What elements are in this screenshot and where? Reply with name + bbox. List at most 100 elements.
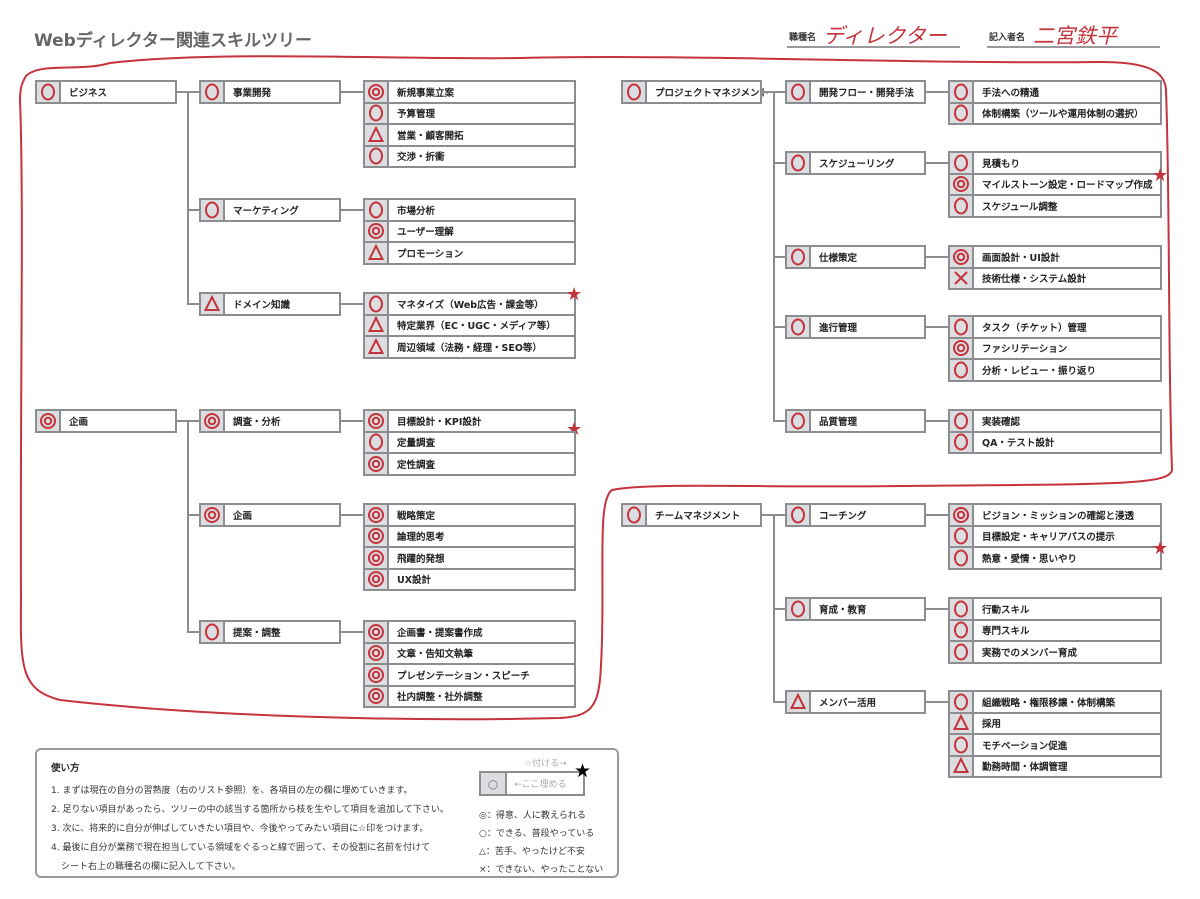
double-circle-mark-icon[interactable]: [365, 665, 389, 685]
skill-item[interactable]: 勤務時間・体調管理: [948, 754, 1162, 778]
subcategory-node[interactable]: 育成・教育: [785, 597, 926, 621]
double-circle-mark-icon[interactable]: [365, 505, 389, 525]
skill-item[interactable]: 戦略策定: [363, 503, 576, 527]
skill-item[interactable]: 交渉・折衝: [363, 144, 576, 168]
skill-item[interactable]: マイルストーン設定・ロードマップ作成: [948, 172, 1162, 196]
circle-mark-icon[interactable]: [950, 599, 974, 619]
subcategory-node[interactable]: マーケティング: [199, 198, 341, 222]
skill-item[interactable]: 目標設計・KPI設計: [363, 409, 576, 433]
skill-item[interactable]: 論理的思考: [363, 524, 576, 548]
triangle-mark-icon[interactable]: [201, 294, 225, 314]
circle-mark-icon[interactable]: [950, 103, 974, 123]
double-circle-mark-icon[interactable]: [365, 454, 389, 474]
skill-item[interactable]: 予算管理: [363, 101, 576, 125]
circle-mark-icon[interactable]: [950, 642, 974, 662]
subcategory-node[interactable]: コーチング: [785, 503, 926, 527]
skill-item[interactable]: 社内調整・社外調整: [363, 684, 576, 708]
skill-item[interactable]: 手法への精通: [948, 80, 1162, 104]
double-circle-mark-icon[interactable]: [365, 82, 389, 102]
circle-mark-icon[interactable]: [950, 692, 974, 712]
circle-mark-icon[interactable]: [950, 411, 974, 431]
circle-mark-icon[interactable]: [950, 432, 974, 452]
circle-mark-icon[interactable]: [950, 82, 974, 102]
double-circle-mark-icon[interactable]: [365, 411, 389, 431]
skill-item[interactable]: 特定業界（EC・UGC・メディア等）: [363, 313, 576, 337]
skill-item[interactable]: 見積もり: [948, 151, 1162, 175]
circle-mark-icon[interactable]: [950, 526, 974, 546]
job-title-field[interactable]: 職種名 ディレクター: [787, 22, 960, 48]
subcategory-node[interactable]: 事業開発: [199, 80, 341, 104]
category-node[interactable]: チームマネジメント: [621, 503, 762, 527]
triangle-mark-icon[interactable]: [365, 125, 389, 145]
category-node[interactable]: プロジェクトマネジメント: [621, 80, 769, 104]
skill-item[interactable]: 組織戦略・権限移譲・体制構築: [948, 690, 1162, 714]
skill-item[interactable]: 体制構築（ツールや運用体制の選択）: [948, 101, 1162, 125]
triangle-mark-icon[interactable]: [787, 692, 811, 712]
triangle-mark-icon[interactable]: [950, 756, 974, 776]
skill-item[interactable]: 定性調査: [363, 452, 576, 476]
circle-mark-icon[interactable]: [623, 505, 647, 525]
skill-item[interactable]: 目標設定・キャリアパスの提示: [948, 524, 1162, 548]
skill-item[interactable]: 飛躍的発想: [363, 546, 576, 570]
circle-mark-icon[interactable]: [950, 196, 974, 216]
circle-mark-icon[interactable]: [950, 735, 974, 755]
circle-mark-icon[interactable]: [950, 548, 974, 568]
skill-item[interactable]: UX設計: [363, 567, 576, 591]
subcategory-node[interactable]: メンバー活用: [785, 690, 926, 714]
circle-mark-icon[interactable]: [950, 153, 974, 173]
circle-mark-icon[interactable]: [37, 82, 61, 102]
circle-mark-icon[interactable]: [950, 317, 974, 337]
subcategory-node[interactable]: 提案・調整: [199, 620, 341, 644]
circle-mark-icon[interactable]: [787, 82, 811, 102]
skill-item[interactable]: プレゼンテーション・スピーチ: [363, 663, 576, 687]
skill-item[interactable]: 周辺領域（法務・経理・SEO等）: [363, 335, 576, 359]
circle-mark-icon[interactable]: [950, 360, 974, 380]
skill-item[interactable]: ビジョン・ミッションの確認と浸透: [948, 503, 1162, 527]
double-circle-mark-icon[interactable]: [37, 411, 61, 431]
circle-mark-icon[interactable]: [787, 599, 811, 619]
subcategory-node[interactable]: 調査・分析: [199, 409, 341, 433]
double-circle-mark-icon[interactable]: [365, 221, 389, 241]
double-circle-mark-icon[interactable]: [201, 505, 225, 525]
circle-mark-icon[interactable]: [201, 82, 225, 102]
skill-item[interactable]: 企画書・提案書作成: [363, 620, 576, 644]
skill-item[interactable]: 採用: [948, 711, 1162, 735]
category-node[interactable]: 企画: [35, 409, 177, 433]
skill-item[interactable]: 市場分析: [363, 198, 576, 222]
skill-item[interactable]: 専門スキル: [948, 618, 1162, 642]
skill-item[interactable]: 新規事業立案: [363, 80, 576, 104]
circle-mark-icon[interactable]: [365, 146, 389, 166]
skill-item[interactable]: 営業・顧客開拓: [363, 123, 576, 147]
writer-name-field[interactable]: 記入者名 二宮鉄平: [987, 22, 1160, 48]
skill-item[interactable]: 定量調査: [363, 430, 576, 454]
skill-item[interactable]: 行動スキル: [948, 597, 1162, 621]
subcategory-node[interactable]: 品質管理: [785, 409, 926, 433]
double-circle-mark-icon[interactable]: [365, 548, 389, 568]
skill-item[interactable]: 熱意・愛情・思いやり: [948, 546, 1162, 570]
cross-mark-icon[interactable]: [950, 268, 974, 288]
skill-item[interactable]: タスク（チケット）管理: [948, 315, 1162, 339]
circle-mark-icon[interactable]: [623, 82, 647, 102]
category-node[interactable]: ビジネス: [35, 80, 177, 104]
skill-item[interactable]: ファシリテーション: [948, 336, 1162, 360]
skill-item[interactable]: スケジュール調整: [948, 194, 1162, 218]
double-circle-mark-icon[interactable]: [950, 505, 974, 525]
subcategory-node[interactable]: 企画: [199, 503, 341, 527]
double-circle-mark-icon[interactable]: [950, 338, 974, 358]
subcategory-node[interactable]: 開発フロー・開発手法: [785, 80, 926, 104]
circle-mark-icon[interactable]: [365, 294, 389, 314]
circle-mark-icon[interactable]: [787, 153, 811, 173]
triangle-mark-icon[interactable]: [950, 713, 974, 733]
circle-mark-icon[interactable]: [787, 505, 811, 525]
double-circle-mark-icon[interactable]: [950, 247, 974, 267]
double-circle-mark-icon[interactable]: [365, 622, 389, 642]
circle-mark-icon[interactable]: [365, 200, 389, 220]
skill-item[interactable]: 画面設計・UI設計: [948, 245, 1162, 269]
double-circle-mark-icon[interactable]: [201, 411, 225, 431]
triangle-mark-icon[interactable]: [365, 337, 389, 357]
double-circle-mark-icon[interactable]: [950, 174, 974, 194]
triangle-mark-icon[interactable]: [365, 243, 389, 263]
skill-item[interactable]: 文章・告知文執筆: [363, 641, 576, 665]
subcategory-node[interactable]: ドメイン知識: [199, 292, 341, 316]
skill-item[interactable]: マネタイズ（Web広告・課金等）: [363, 292, 576, 316]
